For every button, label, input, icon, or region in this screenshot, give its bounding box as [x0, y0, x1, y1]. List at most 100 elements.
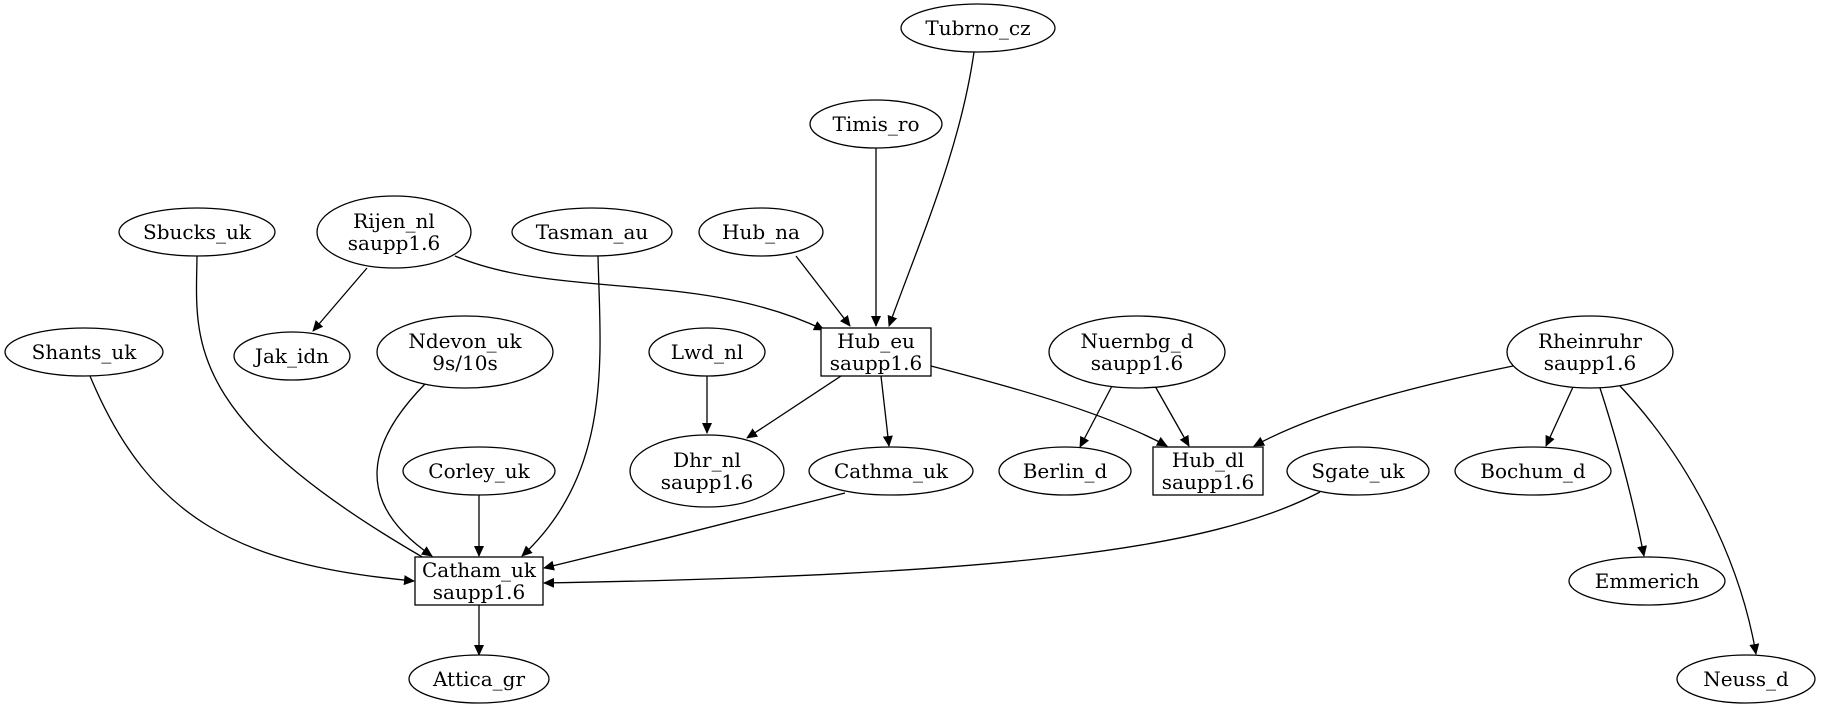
edge-rijen-to-jak: [312, 267, 368, 332]
edge-ndevon-to-catham: [376, 383, 433, 557]
node-sgate: Sgate_uk: [1286, 446, 1430, 496]
node-neuss: Neuss_d: [1676, 654, 1816, 704]
edge-cathma-to-catham: [543, 492, 846, 571]
edge-rheinruhr-to-hubdl: [1253, 365, 1514, 447]
node-label: Shants_uk: [32, 340, 138, 364]
edge-rheinruhr-to-bochum: [1545, 386, 1574, 447]
node-label: Berlin_d: [1023, 459, 1108, 483]
node-shants: Shants_uk: [4, 327, 164, 377]
node-cathma: Cathma_uk: [808, 446, 974, 496]
node-label: Hub_na: [722, 220, 800, 244]
edge-tubrno-to-hubeu: [887, 51, 975, 327]
node-box: [1152, 446, 1264, 496]
node-label: Lwd_nl: [671, 340, 743, 364]
edge-tasman-to-catham: [521, 255, 601, 557]
node-ellipse: [629, 434, 785, 508]
node-jak: Jak_idn: [233, 331, 351, 381]
edge-sgate-to-catham: [543, 491, 1321, 588]
node-sbucks: Sbucks_uk: [118, 207, 276, 257]
node-ellipse: [376, 315, 554, 389]
node-label: Bochum_d: [1480, 459, 1586, 483]
node-ellipse: [402, 446, 556, 496]
node-sublabel: saupp1.6: [1091, 351, 1183, 375]
node-ellipse: [1048, 315, 1226, 389]
node-corley: Corley_uk: [402, 446, 556, 496]
node-label: Sbucks_uk: [143, 220, 252, 244]
edge-rheinruhr-to-emmerich: [1599, 387, 1647, 557]
node-label: Cathma_uk: [834, 459, 949, 483]
node-label: Rijen_nl: [353, 209, 435, 233]
edge-nuernbg-to-hubdl: [1154, 385, 1190, 447]
node-sublabel: saupp1.6: [348, 231, 440, 255]
node-sublabel: 9s/10s: [432, 351, 497, 375]
node-ellipse: [1286, 446, 1430, 496]
node-label: Ndevon_uk: [408, 329, 522, 353]
node-ellipse: [316, 195, 472, 269]
node-bochum: Bochum_d: [1454, 446, 1612, 496]
node-label: Attica_gr: [432, 667, 525, 691]
edge-sbucks-to-catham: [195, 255, 439, 567]
node-ellipse: [118, 207, 276, 257]
node-berlin: Berlin_d: [998, 446, 1132, 496]
node-ellipse: [408, 654, 550, 704]
node-ellipse: [648, 327, 766, 377]
node-lwd: Lwd_nl: [648, 327, 766, 377]
node-label: Jak_idn: [253, 344, 329, 368]
node-label: Corley_uk: [428, 459, 530, 483]
node-attica: Attica_gr: [408, 654, 550, 704]
node-ellipse: [233, 331, 351, 381]
edge-hubeu-to-cathma: [880, 375, 893, 447]
node-ellipse: [809, 99, 943, 149]
node-ellipse: [1568, 556, 1726, 606]
node-sublabel: saupp1.6: [661, 470, 753, 494]
node-ellipse: [4, 327, 164, 377]
node-label: Hub_dl: [1172, 448, 1244, 472]
edge-rheinruhr-to-neuss: [1619, 385, 1760, 655]
node-tubrno: Tubrno_cz: [900, 3, 1056, 53]
node-label: Hub_eu: [837, 329, 915, 353]
node-label: Neuss_d: [1703, 667, 1789, 691]
node-ellipse: [1676, 654, 1816, 704]
node-sublabel: saupp1.6: [830, 351, 922, 375]
edge-hubeu-to-hubdl: [930, 365, 1168, 447]
node-hubna: Hub_na: [698, 207, 824, 257]
node-timis: Timis_ro: [809, 99, 943, 149]
node-label: Tasman_au: [536, 220, 649, 244]
node-sublabel: saupp1.6: [433, 580, 525, 604]
node-emmerich: Emmerich: [1568, 556, 1726, 606]
node-label: Rheinruhr: [1538, 329, 1642, 353]
node-label: Sgate_uk: [1311, 459, 1405, 483]
node-label: Nuernbg_d: [1080, 329, 1193, 353]
node-ellipse: [998, 446, 1132, 496]
node-ellipse: [1506, 315, 1674, 389]
node-sublabel: saupp1.6: [1544, 351, 1636, 375]
node-box: [820, 327, 932, 377]
node-label: Dhr_nl: [673, 448, 741, 472]
node-ellipse: [511, 207, 673, 257]
node-ellipse: [698, 207, 824, 257]
node-label: Timis_ro: [833, 112, 920, 136]
edge-rijen-to-hubeu: [454, 255, 825, 331]
edge-nuernbg-to-berlin: [1079, 385, 1113, 448]
edge-shants-to-catham: [89, 375, 415, 586]
node-tasman: Tasman_au: [511, 207, 673, 257]
edge-hubeu-to-dhr: [746, 375, 842, 439]
node-sublabel: saupp1.6: [1162, 470, 1254, 494]
node-label: Tubrno_cz: [925, 16, 1030, 40]
node-label: Catham_uk: [422, 558, 537, 582]
edges: [89, 51, 1760, 656]
node-box: [414, 556, 544, 606]
node-label: Emmerich: [1595, 569, 1700, 593]
node-ellipse: [900, 3, 1056, 53]
edge-hubna-to-hubeu: [795, 255, 851, 327]
